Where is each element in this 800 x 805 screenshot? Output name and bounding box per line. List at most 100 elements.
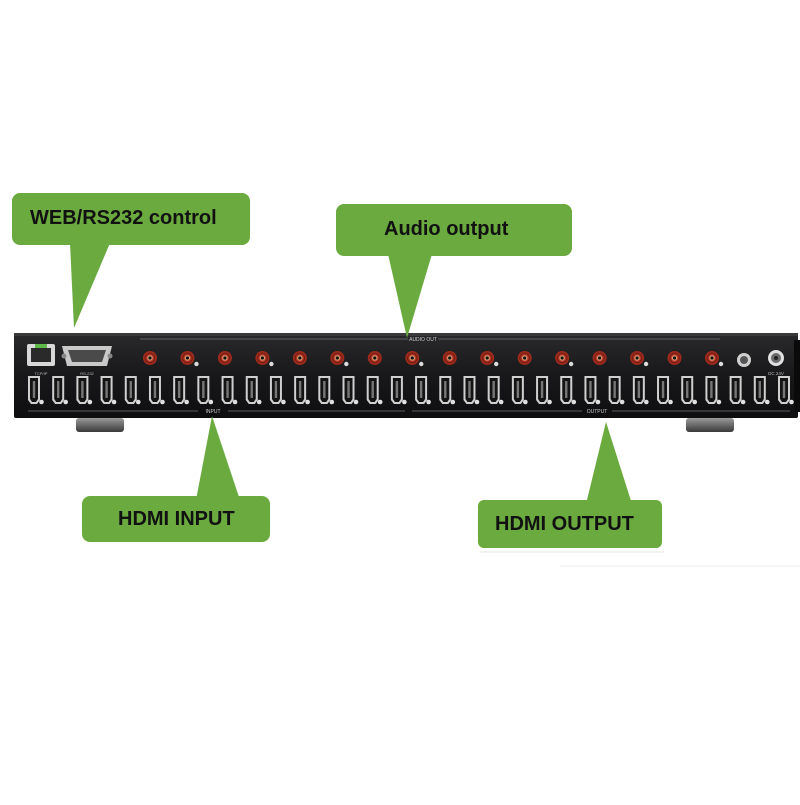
hdmi-output-port[interactable] — [681, 376, 694, 404]
hdmi-port-number-dot — [474, 399, 480, 405]
hdmi-input-port[interactable] — [342, 376, 355, 404]
audio-rca-port[interactable] — [367, 351, 382, 365]
hdmi-port-number-dot — [160, 399, 165, 405]
hdmi-output-port[interactable] — [632, 376, 645, 404]
hdmi-output-port[interactable] — [536, 376, 549, 404]
hdmi-input-port[interactable] — [366, 376, 379, 404]
audio-port-number-dot — [718, 361, 724, 367]
hdmi-output-port[interactable] — [415, 376, 428, 404]
hdmi-output-port[interactable] — [584, 376, 597, 404]
hdmi-output-port[interactable] — [729, 376, 742, 404]
hdmi-output-port[interactable] — [439, 376, 452, 404]
audio-ports — [143, 351, 724, 367]
left-foot — [76, 418, 124, 432]
ethernet-port[interactable] — [27, 344, 55, 366]
audio-rca-port[interactable] — [292, 351, 307, 365]
callout-audio-output — [336, 204, 572, 338]
right-foot — [686, 418, 734, 432]
hdmi-port-number-dot — [740, 399, 746, 405]
audio-port-number-dot — [419, 361, 424, 367]
hdmi-input-port[interactable] — [221, 376, 234, 404]
audio-rca-port[interactable] — [555, 351, 570, 365]
audio-rca-port[interactable] — [705, 351, 719, 365]
hdmi-port-number-dot — [377, 399, 383, 405]
hdmi-output-port[interactable] — [657, 376, 670, 404]
hdmi-port-number-dot — [87, 399, 93, 405]
hdmi-port-number-dot — [523, 399, 528, 405]
dc-power-jack[interactable] — [768, 350, 784, 366]
hdmi-port-number-dot — [765, 399, 770, 405]
hdmi-output-port[interactable] — [608, 376, 621, 404]
hdmi-port-number-dot — [281, 399, 286, 405]
hdmi-port-number-dot — [619, 399, 625, 405]
hdmi-port-number-dot — [498, 399, 504, 405]
hdmi-input-port[interactable] — [76, 376, 89, 404]
chassis-right-bracket — [794, 340, 800, 412]
hdmi-port-number-dot — [353, 399, 359, 405]
callout-hdmi-input — [82, 416, 270, 542]
hdmi-port-number-dot — [184, 399, 189, 405]
hdmi-port-number-dot — [668, 399, 673, 405]
hdmi-output-port[interactable] — [511, 376, 524, 404]
audio-rca-port[interactable] — [217, 351, 232, 365]
web-rs232-control-label: WEB/RS232 control — [30, 207, 217, 229]
hdmi-input-port[interactable] — [52, 376, 65, 404]
audio-port-number-dot — [344, 361, 349, 367]
hdmi-input-port[interactable] — [197, 376, 210, 404]
rs232-port[interactable] — [61, 346, 113, 366]
audio-rca-port[interactable] — [143, 351, 157, 365]
chassis-top-edge — [14, 333, 798, 336]
hdmi-output-port[interactable] — [487, 376, 500, 404]
rs232-label: RS-232 — [80, 371, 94, 376]
audio-rca-port[interactable] — [442, 351, 457, 365]
hdmi-output-port[interactable] — [560, 376, 573, 404]
hdmi-output-port[interactable] — [753, 376, 766, 404]
hdmi-port-number-dot — [426, 399, 431, 405]
hdmi-port-number-dot — [789, 399, 794, 405]
hdmi-input-port[interactable] — [245, 376, 258, 404]
audio-rca-port[interactable] — [330, 351, 345, 365]
hdmi-input-port[interactable] — [173, 376, 186, 404]
audio-rca-port[interactable] — [255, 351, 270, 365]
hdmi-port-number-dot — [450, 399, 456, 405]
hdmi-input-port[interactable] — [390, 376, 403, 404]
hdmi-input-port[interactable] — [148, 376, 161, 404]
power-switch[interactable] — [737, 353, 751, 367]
hdmi-port-number-dot — [329, 399, 335, 405]
audio-out-label: AUDIO OUT — [409, 337, 437, 343]
hdmi-output-port[interactable] — [778, 376, 790, 404]
hdmi-input-port[interactable] — [124, 376, 137, 404]
audio-rca-port[interactable] — [480, 351, 495, 365]
callout-hdmi-output — [478, 422, 800, 567]
hdmi-port-number-dot — [402, 399, 407, 405]
hdmi-port-number-dot — [547, 399, 552, 405]
audio-rca-port[interactable] — [517, 351, 532, 365]
hdmi-port-number-dot — [135, 399, 141, 405]
audio-rca-port[interactable] — [180, 351, 195, 365]
hdmi-input-port[interactable] — [318, 376, 331, 404]
hdmi-port-number-dot — [716, 399, 722, 405]
hdmi-output-port[interactable] — [705, 376, 718, 404]
hdmi-port-number-dot — [692, 399, 698, 405]
audio-rca-port[interactable] — [405, 351, 420, 365]
input-section-label: INPUT — [206, 409, 221, 415]
hdmi-input-port[interactable] — [269, 376, 282, 404]
audio-rca-port[interactable] — [592, 351, 607, 365]
audio-rca-port[interactable] — [667, 351, 682, 365]
audio-port-number-dot — [494, 361, 499, 367]
hdmi-port-number-dot — [644, 399, 649, 405]
hdmi-port-number-dot — [256, 399, 262, 405]
hdmi-input-port[interactable] — [100, 376, 113, 404]
hdmi-port-number-dot — [208, 399, 214, 405]
audio-port-number-dot — [568, 361, 574, 367]
hdmi-port-number-dot — [305, 399, 310, 405]
hdmi-port-number-dot — [232, 399, 238, 405]
hdmi-port-number-dot — [63, 399, 68, 405]
hdmi-port-number-dot — [571, 399, 577, 405]
hdmi-output-port[interactable] — [463, 376, 476, 404]
audio-rca-port[interactable] — [630, 351, 645, 365]
hdmi-input-port[interactable] — [294, 376, 307, 404]
hdmi-input-port[interactable] — [28, 376, 40, 404]
hdmi-output-label: HDMI OUTPUT — [495, 513, 634, 535]
